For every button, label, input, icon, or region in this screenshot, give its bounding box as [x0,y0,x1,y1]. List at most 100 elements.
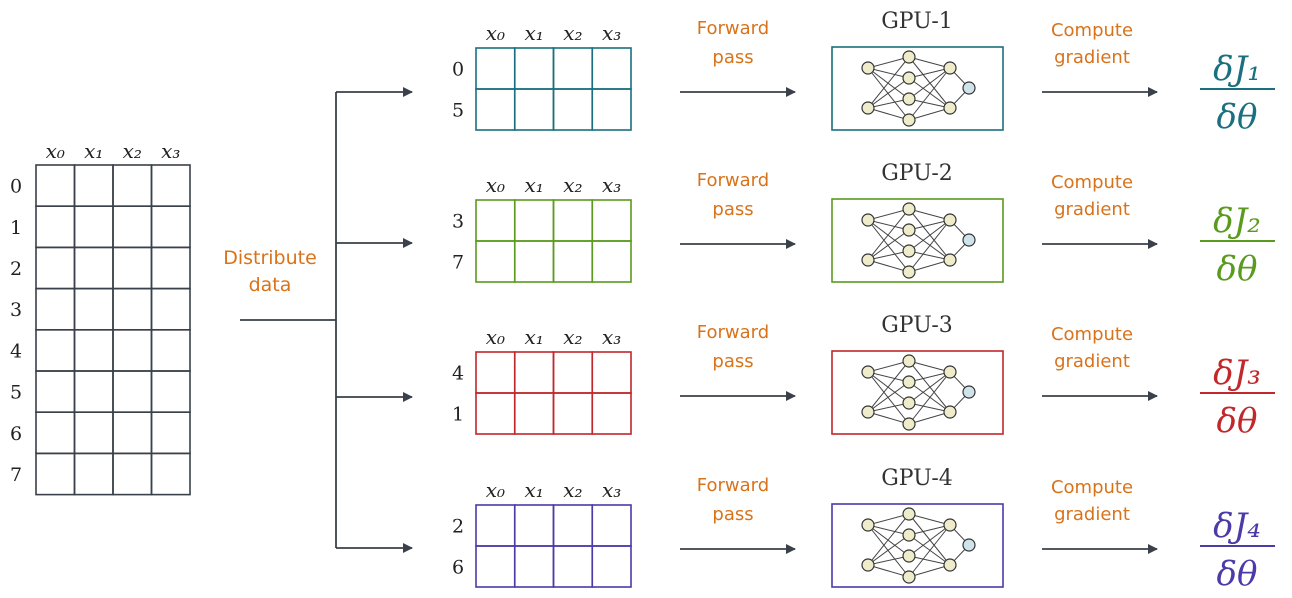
gradient-label-line1: Compute [1051,477,1133,498]
shard-cell [475,199,516,242]
gradient-label-line2: gradient [1054,351,1130,372]
row-label: 1 [10,217,22,239]
network-edge [908,371,951,404]
network-edge [908,77,951,109]
shard-cell [513,47,555,90]
network-node [902,223,916,237]
network-node [861,253,875,267]
gradient-label-line1: Compute [1051,172,1133,193]
gradient-numerator: δJ₂ [1213,201,1261,241]
column-header: x₂ [563,478,582,502]
row-label: 4 [452,363,464,385]
network-node [943,61,957,75]
shard-cell [552,47,594,90]
gradient-label-line1: Compute [1051,20,1133,41]
network-node [902,354,916,368]
network-node [902,375,916,389]
shard-cell [552,88,594,131]
network-edge [867,371,910,425]
network-edge [908,56,951,69]
gpu-box [831,46,1004,131]
table-cell [150,205,191,249]
column-header: x₃ [161,139,180,163]
column-header: x₀ [486,325,505,349]
network-edge [908,360,951,413]
network-node [861,405,875,419]
network-edge [867,381,910,413]
network-edge [867,107,910,121]
table-cell [35,205,76,249]
forward-label-line2: pass [712,351,753,372]
table-cell [35,411,76,455]
network-edge [908,250,951,261]
column-header: x₀ [486,173,505,197]
shard-cell [475,47,516,90]
network-edge [908,219,951,273]
network-node [943,558,957,572]
column-header: x₁ [524,21,543,45]
column-header: x₂ [563,325,582,349]
table-cell [73,287,114,331]
network-edge [908,524,951,578]
network-edge [908,229,951,261]
forward-label-line2: pass [712,47,753,68]
table-cell [150,370,191,414]
table-cell [35,164,76,208]
network-edge [867,67,910,79]
network-node [902,202,916,216]
shard-cell [475,545,516,588]
row-label: 7 [452,252,464,274]
table-cell [73,370,114,414]
network-edge [867,513,910,526]
network-edge [908,411,951,425]
network-node [902,417,916,431]
network-edge [908,381,951,413]
network-edge [908,513,951,566]
column-header: x₀ [46,139,65,163]
shard-cell [475,351,516,394]
column-header: x₂ [563,173,582,197]
row-label: 2 [10,258,22,280]
gradient-denominator: δθ [1217,249,1258,289]
network-edge [867,67,910,121]
row-label: 0 [452,59,464,81]
network-edge [867,524,910,536]
gradient-label-line1: Compute [1051,324,1133,345]
network-node [962,538,976,552]
distribute-connector [240,87,413,553]
network-node [902,71,916,85]
network-edge [908,524,951,557]
network-node [902,113,916,127]
shard-cell [552,392,594,435]
table-cell [150,411,191,455]
row-label: 1 [452,404,464,426]
gradient-denominator: δθ [1217,97,1258,137]
network-node [861,365,875,379]
network-node [861,558,875,572]
forward-label-line1: Forward [697,322,769,343]
network-edge [867,229,910,261]
network-edge [867,56,910,69]
network-node [861,518,875,532]
network-node [943,518,957,532]
gpu-label: GPU-4 [881,466,953,491]
forward-label-line1: Forward [697,170,769,191]
table-cell [35,452,76,496]
row-label: 5 [10,382,22,404]
gradient-numerator: δJ₁ [1213,49,1261,89]
shard-cell [552,504,594,547]
network-node [902,549,916,563]
network-edge [908,371,951,383]
gradient-numerator: δJ₃ [1213,353,1261,393]
network-edge [908,360,951,373]
row-label: 3 [452,211,464,233]
shard-cell [475,240,516,283]
gpu-box [831,503,1004,588]
column-header: x₀ [486,478,505,502]
shard-cell [513,199,555,242]
network-edge [867,371,910,404]
row-label: 6 [452,557,464,579]
